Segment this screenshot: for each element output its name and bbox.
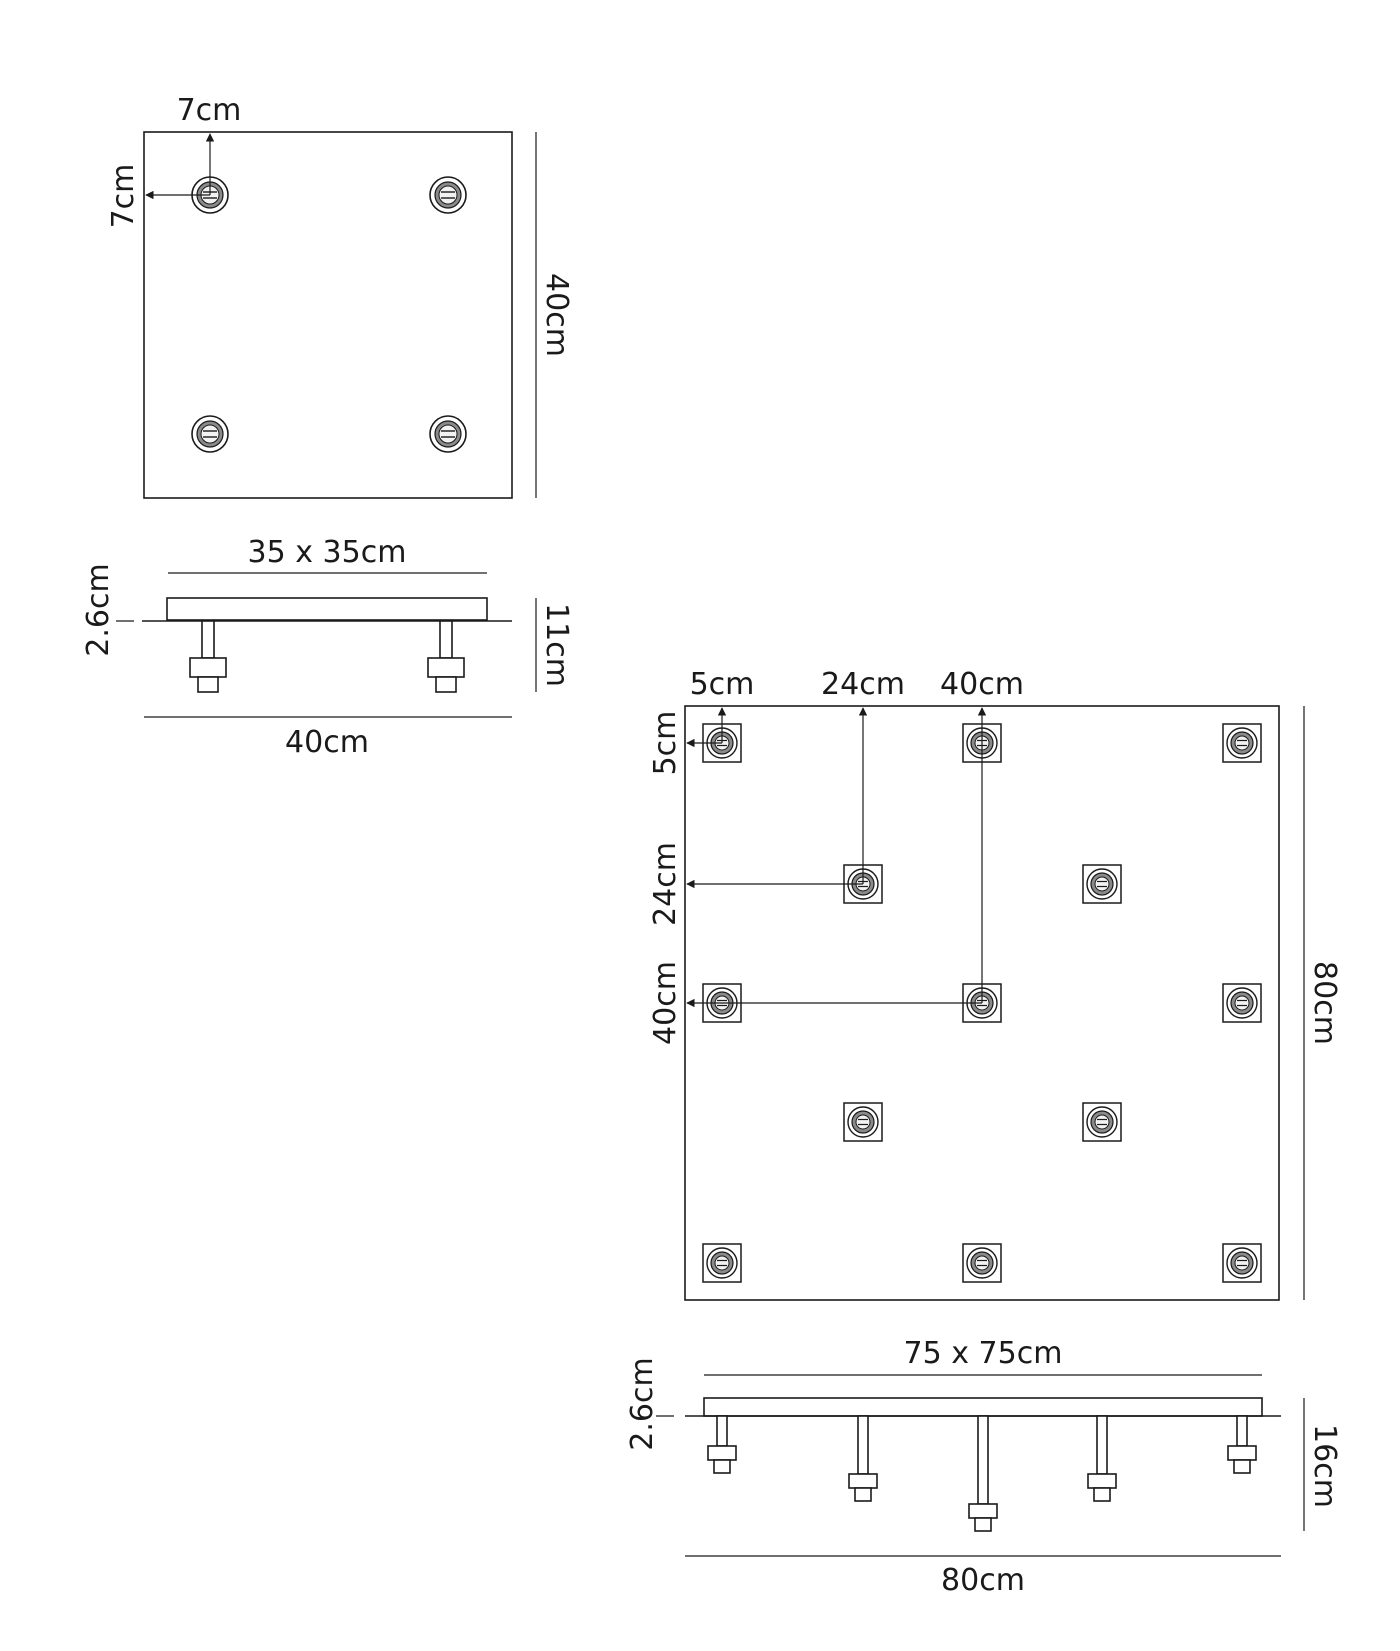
suspension-rod bbox=[439, 620, 453, 659]
square-screw-icon bbox=[1082, 864, 1122, 904]
screw-icon bbox=[191, 415, 229, 453]
square-screw-icon bbox=[702, 1243, 742, 1283]
large-plate-top-view: 5cm 24cm 40cm 5cm 24cm 40cm 80cm bbox=[648, 667, 1342, 1301]
suspension-nut bbox=[974, 1517, 992, 1532]
suspension-grip bbox=[1227, 1445, 1257, 1461]
suspension-nut bbox=[713, 1459, 731, 1474]
large-top-offset-x-1-label: 5cm bbox=[690, 667, 755, 702]
suspension-grip bbox=[848, 1473, 878, 1489]
suspension-rod bbox=[716, 1415, 728, 1447]
square-screw-icon bbox=[1082, 1102, 1122, 1142]
square-screw-icon bbox=[962, 1243, 1002, 1283]
small-plate-top-view: 7cm 7cm 40cm bbox=[106, 93, 574, 499]
suspension-nut bbox=[1093, 1487, 1111, 1502]
screw-icon bbox=[429, 176, 467, 214]
suspension-nut bbox=[1233, 1459, 1251, 1474]
square-screw-icon bbox=[1222, 1243, 1262, 1283]
canopy-body bbox=[703, 1397, 1263, 1417]
small-top-offset-y-label: 7cm bbox=[106, 164, 141, 229]
large-top-offset-y-3-label: 40cm bbox=[648, 961, 683, 1045]
canopy-body bbox=[166, 597, 488, 621]
suspension-grip bbox=[427, 657, 465, 678]
large-side-drop-label: 16cm bbox=[1307, 1424, 1342, 1508]
large-side-canopy-label: 75 x 75cm bbox=[904, 1336, 1063, 1371]
large-top-offset-x-3-label: 40cm bbox=[940, 667, 1024, 702]
suspension-nut bbox=[435, 676, 457, 693]
suspension-rod bbox=[201, 620, 215, 659]
suspension-rod bbox=[857, 1415, 869, 1475]
square-screw-icon bbox=[843, 1102, 883, 1142]
suspension-nut bbox=[854, 1487, 872, 1502]
small-top-height-label: 40cm bbox=[539, 273, 574, 357]
large-plate-outline bbox=[684, 705, 1280, 1301]
square-screw-icon bbox=[1222, 983, 1262, 1023]
large-plate-side-view: 75 x 75cm 2.6cm 16cm 80cm bbox=[625, 1336, 1342, 1598]
suspension-rod bbox=[1096, 1415, 1108, 1475]
small-side-canopy-label: 35 x 35cm bbox=[248, 535, 407, 570]
suspension-rod bbox=[1236, 1415, 1248, 1447]
large-side-width-label: 80cm bbox=[941, 1563, 1025, 1598]
small-side-thickness-label: 2.6cm bbox=[81, 563, 116, 656]
screw-icon bbox=[429, 415, 467, 453]
small-top-offset-x-label: 7cm bbox=[177, 93, 242, 128]
large-side-thickness-label: 2.6cm bbox=[625, 1357, 660, 1450]
suspension-grip bbox=[189, 657, 227, 678]
large-top-offset-x-2-label: 24cm bbox=[821, 667, 905, 702]
suspension-grip bbox=[968, 1503, 998, 1519]
suspension-grip bbox=[1087, 1473, 1117, 1489]
large-top-offset-y-1-label: 5cm bbox=[648, 711, 683, 776]
small-plate-side-view: 35 x 35cm 2.6cm 11cm 40cm bbox=[81, 535, 574, 760]
large-top-height-label: 80cm bbox=[1307, 961, 1342, 1045]
small-plate-outline bbox=[143, 131, 513, 499]
suspension-nut bbox=[197, 676, 219, 693]
small-side-drop-label: 11cm bbox=[539, 603, 574, 687]
square-screw-icon bbox=[1222, 723, 1262, 763]
large-top-offset-y-2-label: 24cm bbox=[648, 842, 683, 926]
suspension-grip bbox=[707, 1445, 737, 1461]
suspension-rod bbox=[977, 1415, 989, 1505]
small-side-width-label: 40cm bbox=[285, 725, 369, 760]
